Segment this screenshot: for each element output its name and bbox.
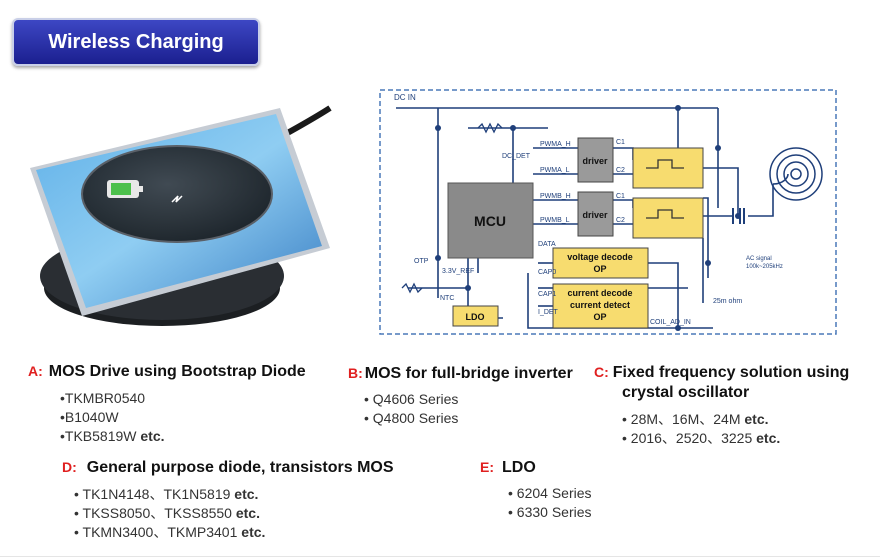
section-d-letter: D: <box>62 459 77 475</box>
c-label-3: C1 <box>616 193 625 200</box>
section-c: C:Fixed frequency solution using crystal… <box>594 364 849 448</box>
driver-label-1: driver <box>582 156 608 166</box>
c-label-1: C1 <box>616 139 625 146</box>
resistor-value-label: 25m ohm <box>713 298 742 305</box>
cap-label-3: I_DET <box>538 309 559 316</box>
mcu-label: MCU <box>474 213 506 229</box>
current-decode-label: current decode <box>567 288 632 298</box>
section-c-letter: C: <box>594 364 609 380</box>
cap-label-1: CAP0 <box>538 269 556 276</box>
voltage-decode-block <box>552 247 649 279</box>
block-diagram: MCU driver driver voltage decode OP curr… <box>379 89 837 335</box>
ntc-label: NTC <box>440 295 454 302</box>
list-item: •B1040W <box>60 409 119 425</box>
section-d-heading: D: General purpose diode, transistors MOS <box>62 459 394 477</box>
section-a: A: MOS Drive using Bootstrap Diode •TKMBR… <box>28 363 306 446</box>
current-op-label: OP <box>593 312 606 322</box>
list-item: • 28M、16M、24M etc. <box>622 411 769 427</box>
section-b-heading: B:MOS for full-bridge inverter <box>348 365 573 383</box>
list-item: • 2016、2520、3225 etc. <box>622 430 781 446</box>
current-block <box>552 283 649 329</box>
ldo-label: LDO <box>466 312 485 322</box>
mcu-block <box>447 182 534 259</box>
list-item: • TKSS8050、TKSS8550 etc. <box>74 505 260 521</box>
dc-det-label: DC_DET <box>502 153 531 160</box>
pwm-label-3: PWMB_H <box>540 193 571 200</box>
section-e-list: • 6204 Series • 6330 Series <box>508 484 592 522</box>
coil-ad-label: COIL_AD_IN <box>650 319 691 326</box>
dc-in-label: DC IN <box>394 93 416 102</box>
voltage-decode-label: voltage decode <box>567 252 633 262</box>
section-b-letter: B: <box>348 365 363 381</box>
section-e-heading: E: LDO <box>480 459 592 477</box>
section-b-list: • Q4606 Series • Q4800 Series <box>364 390 573 428</box>
ac-frequency-label: 100k~205kHz <box>746 264 783 270</box>
list-item: •TKB5819W etc. <box>60 428 165 444</box>
section-d-list: • TK1N4148、TK1N5819 etc. • TKSS8050、TKSS… <box>74 485 394 542</box>
c-label-4: C2 <box>616 217 625 224</box>
list-item: • Q4800 Series <box>364 410 459 426</box>
section-b: B:MOS for full-bridge inverter • Q4606 S… <box>348 365 573 428</box>
section-c-heading: C:Fixed frequency solution using <box>594 364 849 382</box>
section-e-letter: E: <box>480 459 494 475</box>
mos-block-2 <box>632 197 704 239</box>
mos-block-1 <box>632 147 704 189</box>
list-item: • 6330 Series <box>508 504 592 520</box>
driver-block-1 <box>577 137 614 183</box>
section-c-title-line2: crystal oscillator <box>622 384 750 401</box>
c-label-2: C2 <box>616 167 625 174</box>
section-a-list: •TKMBR0540 •B1040W •TKB5819W etc. <box>60 389 306 446</box>
data-label: DATA <box>538 241 556 248</box>
title-badge: Wireless Charging <box>12 18 260 66</box>
section-b-title: MOS for full-bridge inverter <box>364 365 573 382</box>
section-e: E: LDO • 6204 Series • 6330 Series <box>480 459 592 522</box>
section-a-letter: A: <box>28 363 43 379</box>
ntc-resistor-icon <box>401 282 423 294</box>
list-item: •TKMBR0540 <box>60 390 146 406</box>
section-c-title-line1: Fixed frequency solution using <box>612 364 850 381</box>
capacitor-icon <box>732 208 745 224</box>
section-a-heading: A: MOS Drive using Bootstrap Diode <box>28 363 306 381</box>
page-title: Wireless Charging <box>48 31 224 53</box>
section-a-title: MOS Drive using Bootstrap Diode <box>48 363 306 380</box>
list-item: • TKMN3400、TKMP3401 etc. <box>74 524 266 540</box>
resistor-icon <box>477 122 503 134</box>
section-e-title: LDO <box>502 459 536 476</box>
bottom-divider <box>0 556 880 557</box>
section-c-list: • 28M、16M、24M etc. • 2016、2520、3225 etc. <box>622 410 849 448</box>
cap-label-2: CAP1 <box>538 291 556 298</box>
wireless-charger-photo <box>30 105 332 326</box>
pwm-label-4: PWMB_L <box>540 217 570 224</box>
list-item: • Q4606 Series <box>364 391 459 407</box>
section-d-title: General purpose diode, transistors MOS <box>86 459 394 476</box>
driver-block-2 <box>577 191 614 237</box>
list-item: • 6204 Series <box>508 485 592 501</box>
pwm-label-2: PWMA_L <box>540 167 570 174</box>
coil-icon <box>769 147 823 201</box>
otp-label: OTP <box>414 258 429 265</box>
diagram-border <box>379 89 837 335</box>
v33-label: 3.3V_REF <box>442 268 474 275</box>
driver-label-2: driver <box>582 210 608 220</box>
voltage-op-label: OP <box>593 264 606 274</box>
pwm-label-1: PWMA_H <box>540 141 571 148</box>
section-d: D: General purpose diode, transistors MOS… <box>62 459 394 542</box>
ac-signal-label: AC signal <box>746 256 772 262</box>
current-detect-label: current detect <box>570 300 630 310</box>
ldo-block <box>452 305 499 327</box>
list-item: • TK1N4148、TK1N5819 etc. <box>74 486 259 502</box>
